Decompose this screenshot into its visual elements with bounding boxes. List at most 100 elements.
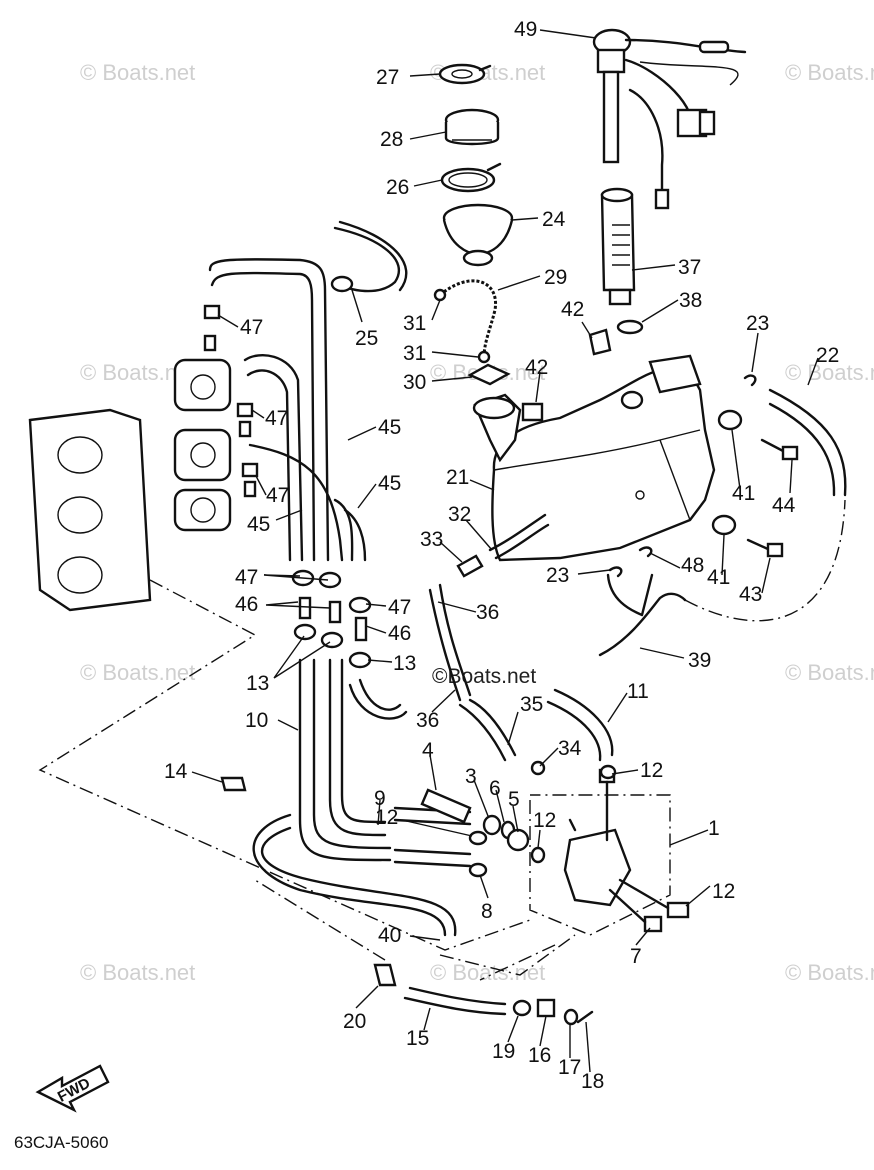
callout-label-28: 28 — [380, 128, 403, 151]
callout-label-36: 36 — [416, 709, 439, 732]
callout-label-45: 45 — [378, 472, 401, 495]
fuel-tank-21 — [472, 354, 716, 562]
callout-label-45: 45 — [247, 513, 270, 536]
callout-label-47: 47 — [388, 596, 411, 619]
callout-label-1: 1 — [708, 817, 720, 840]
hose-45 — [208, 258, 330, 562]
clip-23 — [743, 374, 757, 387]
callout-label-10: 10 — [245, 709, 268, 732]
callout-label-37: 37 — [678, 256, 701, 279]
callout-label-47: 47 — [240, 316, 263, 339]
callout-label-17: 17 — [558, 1056, 581, 1079]
callout-label-14: 14 — [164, 760, 188, 783]
watermark: © Boats.net — [80, 960, 195, 985]
callout-label-38: 38 — [679, 289, 702, 312]
callout-label-42: 42 — [525, 356, 548, 379]
callout-label-31: 31 — [403, 312, 426, 335]
clamp-14 — [220, 776, 247, 792]
leader-lines — [191, 29, 819, 1073]
callout-label-48: 48 — [681, 554, 704, 577]
hose-39 — [606, 573, 654, 617]
callout-label-23: 23 — [546, 564, 569, 587]
watermark-center: ©Boats.net — [432, 665, 536, 688]
fitting-42 — [521, 402, 544, 422]
callout-label-27: 27 — [376, 66, 399, 89]
callout-label-47: 47 — [266, 484, 289, 507]
callout-label-21: 21 — [446, 466, 469, 489]
callout-label-41: 41 — [707, 566, 730, 589]
callout-label-3: 3 — [465, 765, 477, 788]
callout-label-22: 22 — [816, 344, 839, 367]
callout-label-12: 12 — [712, 880, 735, 903]
callout-label-25: 25 — [355, 327, 378, 350]
callout-label-43: 43 — [739, 583, 762, 606]
callout-label-12: 12 — [375, 806, 398, 829]
fuel-pump-1 — [529, 768, 671, 936]
callout-label-29: 29 — [544, 266, 567, 289]
hose-32 — [488, 513, 547, 552]
watermark: © Boats.net — [785, 360, 874, 385]
callout-label-34: 34 — [558, 737, 582, 760]
watermark: © Boats.net — [80, 60, 195, 85]
carburetor-set — [28, 358, 232, 612]
callout-label-13: 13 — [393, 652, 416, 675]
diagram-code: 63CJA-5060 — [14, 1133, 109, 1152]
fitting-42 — [588, 328, 612, 356]
callout-label-24: 24 — [542, 208, 566, 231]
callout-label-6: 6 — [489, 777, 501, 800]
callout-label-11: 11 — [627, 680, 649, 703]
callout-label-8: 8 — [481, 900, 493, 923]
callout-label-46: 46 — [235, 593, 258, 616]
callout-label-35: 35 — [520, 693, 543, 716]
hose-15 — [408, 986, 507, 1006]
small-connectors — [203, 304, 372, 669]
fitting-20 — [373, 963, 397, 987]
callout-label-5: 5 — [508, 788, 520, 811]
callout-label-39: 39 — [688, 649, 711, 672]
watermark: © Boats.net — [785, 60, 874, 85]
callout-label-42: 42 — [561, 298, 584, 321]
cap-30 — [467, 363, 511, 386]
callout-label-30: 30 — [403, 371, 426, 394]
callout-label-40: 40 — [378, 924, 401, 947]
callout-label-44: 44 — [772, 494, 796, 517]
callout-label-46: 46 — [388, 622, 411, 645]
watermark: © Boats.net — [785, 960, 874, 985]
hose-40 — [252, 813, 447, 937]
chain-29 — [439, 279, 498, 356]
callout-label-32: 32 — [448, 503, 471, 526]
callout-label-47: 47 — [235, 566, 258, 589]
callout-label-26: 26 — [386, 176, 409, 199]
fwd-arrow-icon: FWD — [35, 1064, 110, 1113]
callout-label-41: 41 — [732, 482, 755, 505]
watermark: © Boats.net — [430, 960, 545, 985]
callout-label-36: 36 — [476, 601, 499, 624]
sender-unit-49 — [592, 28, 747, 210]
callout-label-12: 12 — [640, 759, 663, 782]
callout-label-19: 19 — [492, 1040, 515, 1063]
callout-label-12: 12 — [533, 809, 556, 832]
callout-label-45: 45 — [378, 416, 401, 439]
callout-label-9: 9 — [374, 787, 386, 810]
hose-10 — [298, 658, 392, 862]
hose-11 — [553, 688, 614, 757]
callout-label-13: 13 — [246, 672, 269, 695]
callout-label-4: 4 — [422, 739, 434, 762]
callout-label-47: 47 — [265, 407, 288, 430]
hose-36 — [428, 588, 462, 702]
watermark: © Boats.net — [785, 660, 874, 685]
strap-25 — [333, 226, 401, 293]
callout-label-23: 23 — [746, 312, 769, 335]
fuel-cap-parts — [438, 63, 514, 267]
callout-label-20: 20 — [343, 1010, 366, 1033]
callout-label-15: 15 — [406, 1027, 429, 1050]
sender-tube-37 — [600, 187, 636, 306]
filter-4 — [420, 788, 472, 824]
callout-label-49: 49 — [514, 18, 537, 41]
callout-label-18: 18 — [581, 1070, 604, 1093]
callout-label-16: 16 — [528, 1044, 551, 1067]
callout-label-7: 7 — [630, 945, 642, 968]
